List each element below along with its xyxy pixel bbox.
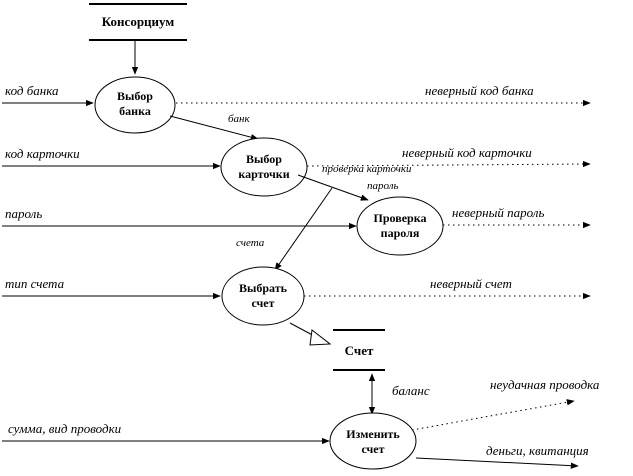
store-account-label: Счет: [345, 343, 374, 358]
process-select-card-line2: карточки: [238, 167, 289, 181]
flow-failed-posting: [411, 399, 575, 431]
process-select-account: Выбрать счет: [221, 266, 305, 326]
process-modify-account: Изменить счет: [329, 412, 417, 470]
output-money-receipt-label: деньги, квитанция: [486, 443, 589, 458]
input-card-code-label: код карточки: [5, 146, 80, 161]
internal-card-check-label: проверка карточки: [322, 163, 412, 175]
flow-money-receipt: [415, 457, 579, 469]
flow-bad-card-code: [306, 160, 591, 168]
input-account-type-label: тип счета: [5, 276, 65, 291]
flow-to-account-store: [289, 322, 332, 346]
process-modify-account-bubble: [329, 412, 417, 470]
process-check-password-bubble: [356, 196, 444, 256]
output-failed-posting-label: неудачная проводка: [490, 377, 600, 392]
output-bad-bank-code-label: неверный код банка: [425, 83, 534, 98]
internal-password-label: пароль: [367, 180, 399, 192]
internal-bank-label: банк: [228, 113, 250, 125]
process-check-password: Проверка пароля: [356, 196, 444, 256]
process-modify-account-line1: Изменить: [346, 427, 400, 441]
internal-balance-label: баланс: [392, 383, 430, 398]
process-select-card-line1: Выбор: [246, 152, 282, 166]
flow-bank: [169, 115, 259, 141]
process-select-card: Выбор карточки: [220, 137, 308, 197]
output-bad-password-label: неверный пароль: [452, 205, 544, 220]
store-consortium-label: Консорциум: [102, 14, 175, 29]
hollow-arrowhead-icon: [309, 329, 332, 346]
process-select-account-line1: Выбрать: [239, 281, 288, 295]
input-bank-code-label: код банка: [5, 83, 59, 98]
process-select-bank-line1: Выбор: [117, 89, 153, 103]
output-bad-account-label: неверный счет: [430, 276, 512, 291]
process-select-bank: Выбор банка: [94, 76, 176, 134]
store-consortium: Консорциум: [89, 3, 187, 41]
input-password-label: пароль: [5, 206, 42, 221]
output-bad-card-code-label: неверный код карточки: [402, 145, 532, 160]
process-check-password-line2: пароля: [381, 226, 420, 240]
process-check-password-line1: Проверка: [374, 211, 427, 225]
store-account: Счет: [333, 329, 385, 371]
process-select-bank-bubble: [94, 76, 176, 134]
internal-accounts-label: счета: [236, 237, 265, 249]
process-select-bank-line2: банка: [119, 104, 151, 118]
input-amount-type-label: сумма, вид проводки: [8, 421, 122, 436]
flow-accounts: [274, 187, 333, 271]
process-select-account-line2: счет: [251, 296, 274, 310]
process-modify-account-line2: счет: [361, 442, 384, 456]
flow-card-check: [297, 174, 369, 201]
process-select-card-bubble: [220, 137, 308, 197]
